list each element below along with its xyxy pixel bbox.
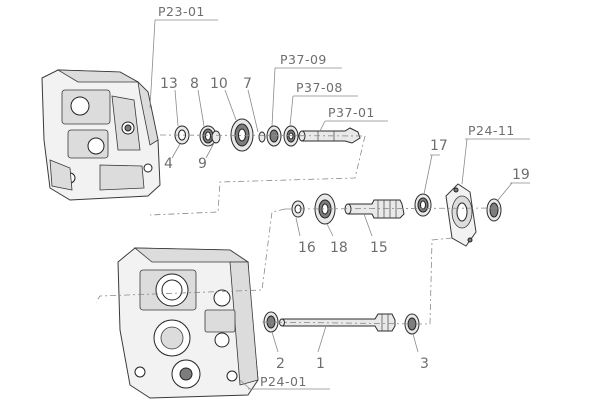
label-2: 2 [276,356,285,372]
seal-16 [291,200,305,218]
label-p23-01: P23-01 [158,4,205,19]
cover-flange-p24-11 [445,183,477,247]
label-18: 18 [330,240,348,256]
oil-seal-19 [486,198,502,222]
bearing-8 [199,125,217,147]
label-p37-09: P37-09 [280,52,327,67]
lower-housing-part [117,247,259,399]
label-7: 7 [243,76,252,92]
label-15: 15 [370,240,388,256]
label-9: 9 [198,156,207,172]
label-1: 1 [316,356,325,372]
spacer-9 [211,130,221,144]
label-10: 10 [210,76,228,92]
label-p37-08: P37-08 [296,80,343,95]
label-16: 16 [298,240,316,256]
bearing-17 [414,193,432,217]
long-shaft-1 [279,313,396,332]
bearing-p37-09 [266,125,282,147]
gear-shaft-15 [344,199,405,219]
leader-lines [149,19,530,390]
upper-housing-part [41,69,161,201]
label-19: 19 [512,167,530,183]
label-3: 3 [420,356,429,372]
label-p24-01: P24-01 [260,374,307,389]
label-p37-01: P37-01 [328,105,375,120]
washer-7 [258,131,266,143]
label-8: 8 [190,76,199,92]
bearing-18 [314,193,336,225]
label-13: 13 [160,76,178,92]
alignment-lines [95,134,501,325]
label-p24-11: P24-11 [468,123,515,138]
label-4: 4 [164,156,173,172]
label-17: 17 [430,138,448,154]
